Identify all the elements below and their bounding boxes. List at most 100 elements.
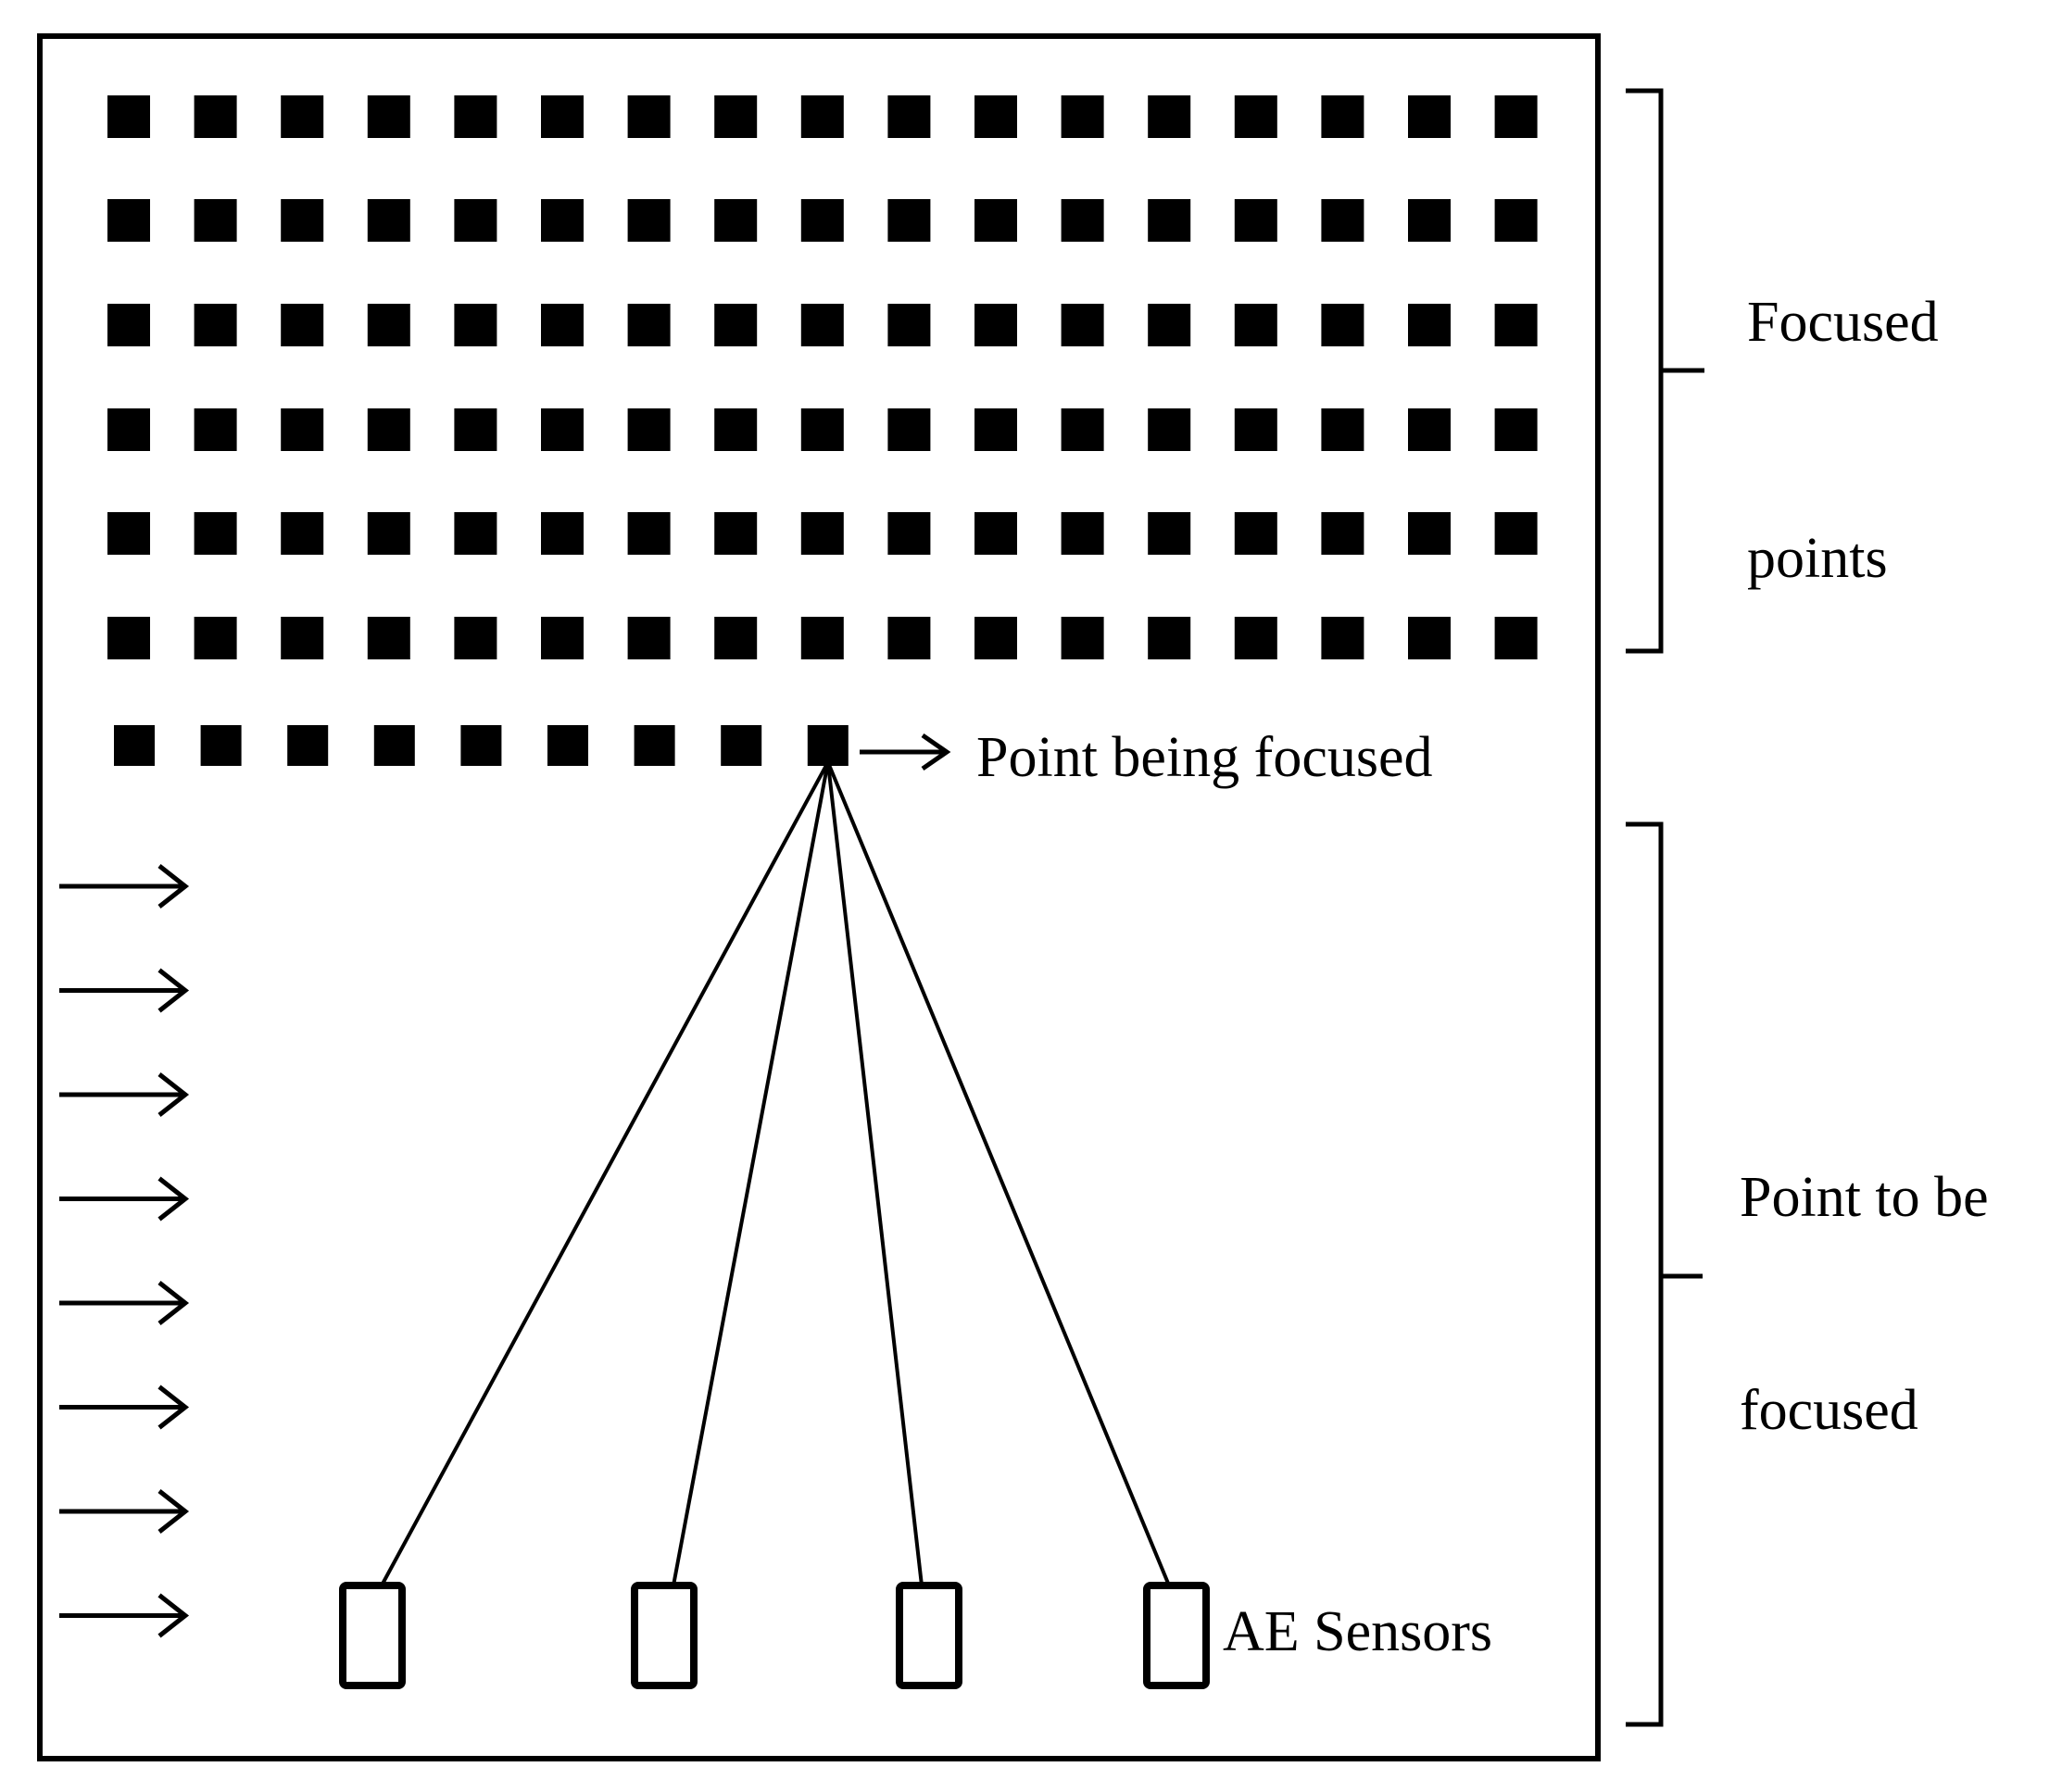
focused-point xyxy=(1408,408,1451,451)
focused-point xyxy=(281,304,324,346)
focused-point xyxy=(714,304,758,346)
focused-point xyxy=(454,304,497,346)
focused-point xyxy=(1061,512,1104,555)
focused-point xyxy=(281,617,324,659)
ae-sensor xyxy=(631,1582,698,1689)
focused-point xyxy=(281,408,324,451)
focused-point xyxy=(721,725,762,766)
input-arrow xyxy=(59,1385,190,1430)
focused-point xyxy=(287,725,329,766)
input-arrows xyxy=(59,864,190,1638)
input-arrow xyxy=(59,864,190,909)
focused-point xyxy=(1494,95,1538,138)
focused-point xyxy=(114,725,155,766)
focused-point xyxy=(1148,408,1191,451)
input-arrow xyxy=(59,1176,190,1222)
focused-point xyxy=(454,95,497,138)
focused-point xyxy=(800,199,844,242)
focused-point xyxy=(1061,304,1104,346)
focused-point xyxy=(1494,408,1538,451)
focused-point xyxy=(800,304,844,346)
point-being-focused xyxy=(807,725,849,766)
focused-point xyxy=(1321,617,1364,659)
focused-point xyxy=(194,95,237,138)
focused-point xyxy=(281,199,324,242)
focused-point xyxy=(541,95,584,138)
focused-point xyxy=(1148,512,1191,555)
sensor-beam xyxy=(825,761,1171,1586)
focused-point xyxy=(541,408,584,451)
focused-point xyxy=(1321,304,1364,346)
focused-point xyxy=(887,199,931,242)
focused-point xyxy=(367,95,410,138)
focused-points-label-line1: Focused xyxy=(1747,291,1939,354)
focused-point xyxy=(1494,304,1538,346)
focused-point xyxy=(974,95,1017,138)
focused-point xyxy=(460,725,502,766)
focused-points-grid xyxy=(107,95,1538,659)
focused-points-label-line2: points xyxy=(1747,527,1888,590)
focused-point xyxy=(1148,617,1191,659)
focused-point xyxy=(1321,95,1364,138)
focused-point xyxy=(974,512,1017,555)
focused-point xyxy=(627,512,671,555)
focused-point xyxy=(974,617,1017,659)
focused-point xyxy=(541,617,584,659)
focused-point xyxy=(454,617,497,659)
focused-point xyxy=(281,512,324,555)
input-arrow xyxy=(59,1593,190,1638)
focused-point xyxy=(887,304,931,346)
focused-point xyxy=(1061,617,1104,659)
sensor-beam xyxy=(672,761,830,1586)
focused-point xyxy=(1234,199,1277,242)
focused-point xyxy=(194,512,237,555)
focused-point xyxy=(1148,199,1191,242)
focused-point xyxy=(367,408,410,451)
focused-point xyxy=(800,512,844,555)
focused-point xyxy=(200,725,242,766)
focused-point xyxy=(714,408,758,451)
ae-sensor xyxy=(896,1582,962,1689)
focused-point xyxy=(627,95,671,138)
focused-point xyxy=(107,408,150,451)
sensor-beam xyxy=(825,761,924,1586)
focused-point xyxy=(107,512,150,555)
focused-point xyxy=(367,512,410,555)
focused-point xyxy=(541,512,584,555)
specimen-frame xyxy=(37,33,1601,1761)
ae-sensor xyxy=(1143,1582,1210,1689)
focused-point xyxy=(194,304,237,346)
focused-points-brace xyxy=(1626,88,1704,654)
focused-point xyxy=(107,617,150,659)
focused-point xyxy=(1234,408,1277,451)
focused-point xyxy=(800,617,844,659)
focused-point xyxy=(194,199,237,242)
current-row-points xyxy=(114,725,849,766)
focused-point xyxy=(547,725,588,766)
point-to-be-focused-label-line1: Point to be xyxy=(1740,1166,1989,1229)
focused-point xyxy=(974,304,1017,346)
focused-point xyxy=(1321,408,1364,451)
focused-point xyxy=(373,725,415,766)
focused-point xyxy=(1494,512,1538,555)
input-arrow xyxy=(59,1281,190,1325)
focused-point xyxy=(974,408,1017,451)
focused-point xyxy=(714,617,758,659)
focused-point xyxy=(800,408,844,451)
focused-point xyxy=(107,199,150,242)
focused-point xyxy=(107,304,150,346)
focused-point xyxy=(1148,304,1191,346)
focused-point xyxy=(1408,95,1451,138)
focused-point xyxy=(887,512,931,555)
focused-point xyxy=(541,304,584,346)
focused-point xyxy=(974,199,1017,242)
focused-point xyxy=(627,408,671,451)
focused-point xyxy=(367,617,410,659)
input-arrow xyxy=(59,1072,190,1117)
ae-sensor xyxy=(339,1582,406,1689)
sensor-beam xyxy=(380,761,830,1586)
focused-point xyxy=(800,95,844,138)
focused-point xyxy=(1494,199,1538,242)
sensor-beams xyxy=(380,761,1171,1586)
focused-point xyxy=(634,725,675,766)
